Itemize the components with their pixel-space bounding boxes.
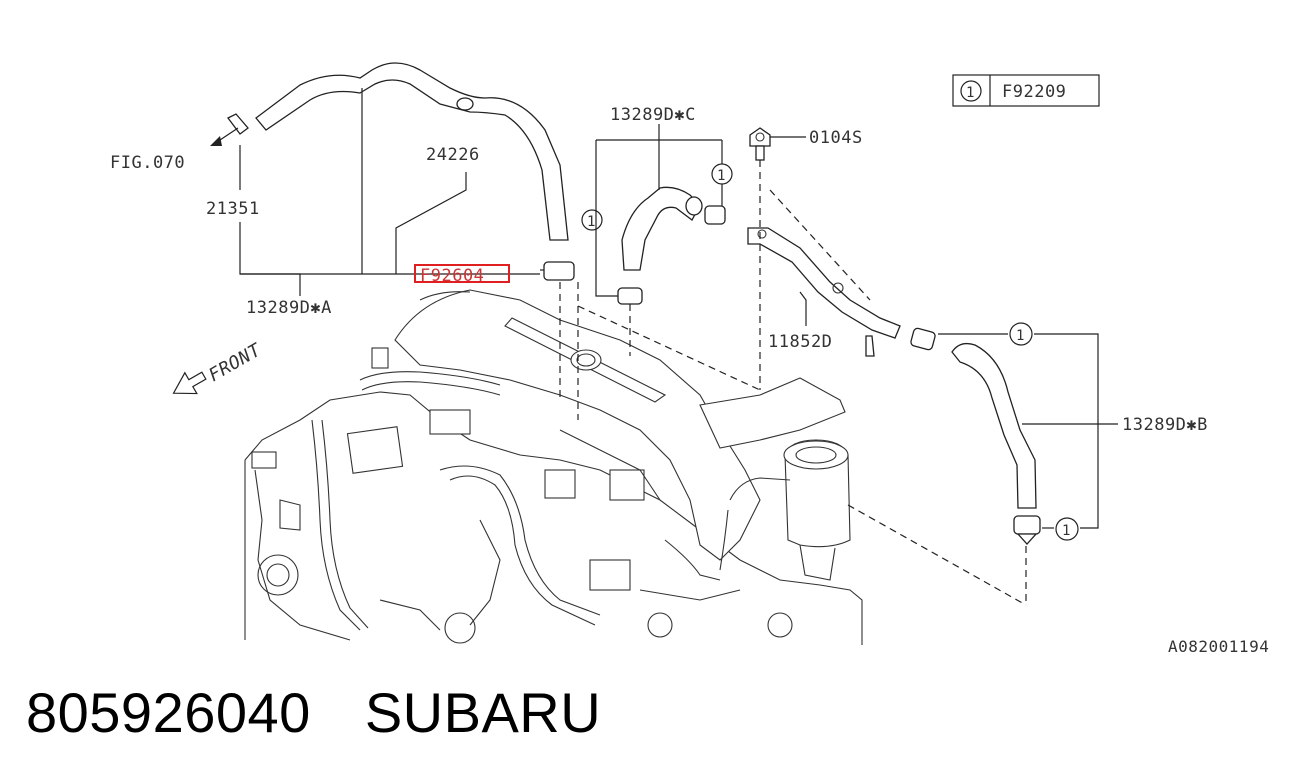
arrow-icon [210, 136, 222, 146]
ref-marker-c-left[interactable]: 1 [581, 209, 603, 231]
bolt-0104s [749, 127, 771, 161]
callout-0104s[interactable]: 0104S [809, 128, 863, 148]
callout-13289d-c[interactable]: 13289D✱C [610, 105, 696, 125]
ref-marker-c-right[interactable]: 1 [711, 163, 733, 185]
ref-marker-b-bottom[interactable]: 1 [1055, 517, 1079, 541]
callout-13289d-b[interactable]: 13289D✱B [1122, 415, 1208, 435]
svg-text:1: 1 [587, 214, 596, 230]
hose-13289d-b [910, 327, 1041, 545]
hose-13289d-c [617, 186, 726, 305]
callout-13289d-a[interactable]: 13289D✱A [246, 298, 332, 318]
callout-fig-070[interactable]: FIG.070 [110, 153, 185, 173]
reference-markers: 1 1 1 1 [581, 163, 1079, 541]
front-direction-indicator: FRONT [172, 339, 265, 395]
pipe-11852d [747, 227, 901, 357]
callout-21351[interactable]: 21351 [206, 199, 260, 219]
svg-text:1: 1 [1062, 523, 1071, 539]
svg-text:1: 1 [717, 168, 726, 184]
footer: 805926040 SUBARU [26, 680, 601, 750]
ref-marker-b-top[interactable]: 1 [1009, 322, 1033, 346]
legend-box[interactable]: 1 F92209 [952, 74, 1100, 107]
dashed-guides [559, 160, 1027, 606]
callout-labels: FIG.070 21351 13289D✱A 24226 F92604 1328… [110, 105, 1269, 656]
legend-part: F92209 [1002, 82, 1066, 102]
parts-diagram: FRONT FIG.070 21351 13289D✱A 24226 F9260… [110, 62, 1269, 656]
svg-text:1: 1 [1016, 328, 1025, 344]
part-number: 805926040 [26, 681, 311, 744]
engine-illustration [244, 289, 863, 645]
brand-name: SUBARU [364, 681, 602, 744]
hose-13289d-a [210, 62, 575, 281]
callout-24226[interactable]: 24226 [426, 145, 480, 165]
callout-11852d[interactable]: 11852D [768, 332, 832, 352]
highlight-box [414, 264, 510, 283]
legend-number: 1 [966, 85, 975, 101]
front-label: FRONT [205, 339, 265, 386]
leader-lines [239, 88, 1118, 529]
drawing-code: A082001194 [1168, 637, 1269, 656]
